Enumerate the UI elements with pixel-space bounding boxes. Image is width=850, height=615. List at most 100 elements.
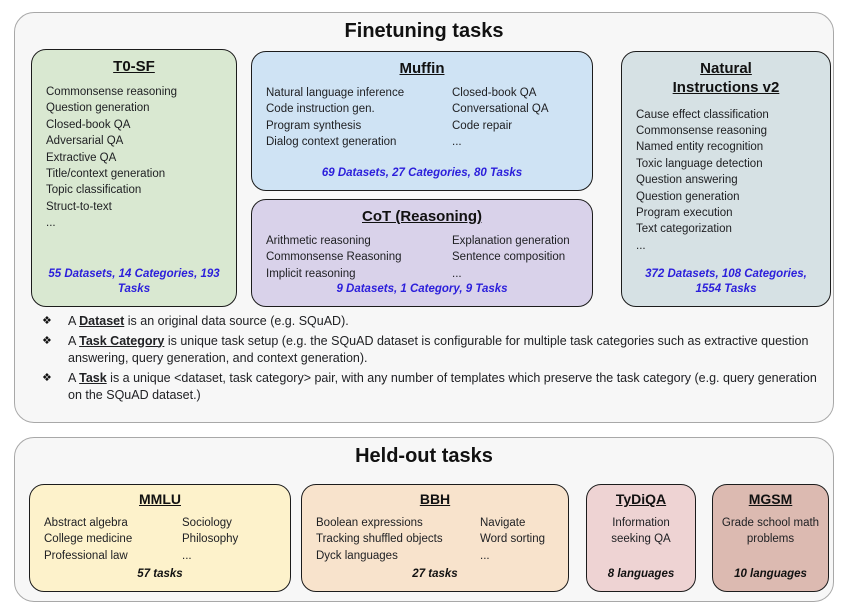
heldout-panel-title: Held-out tasks [355, 445, 493, 467]
task-item: Code instruction gen. [266, 103, 375, 116]
note-task: ❖ A Task is a unique <dataset, task cate… [42, 370, 820, 405]
task-item: Question generation [46, 102, 150, 115]
bbh-stats: 27 tasks [412, 568, 458, 581]
task-item: Commonsense reasoning [46, 86, 178, 98]
natural-instructions-v2-card: Natural Instructions v2 Cause effect cla… [621, 51, 831, 307]
cot-task-columns: Arithmetic reasoning Commonsense Reasoni… [252, 225, 592, 282]
bbh-card: BBH Boolean expressions Tracking shuffle… [301, 484, 569, 592]
bbh-title: BBH [419, 491, 451, 507]
bbh-column-1: Boolean expressions Tracking shuffled ob… [316, 515, 480, 564]
niv2-stats: 372 Datasets, 108 Categories, 1554 Tasks [645, 268, 807, 296]
task-item: Code repair [452, 119, 513, 132]
note-dataset: ❖ A Dataset is an original data source (… [42, 313, 820, 331]
diamond-bullet-icon: ❖ [42, 371, 52, 384]
muffin-task-columns: Natural language inference Code instruct… [252, 77, 592, 151]
task-item: Dialog context generation [266, 136, 397, 149]
mmlu-title: MMLU [139, 491, 181, 507]
mgsm-card: MGSM Grade school math problems 10 langu… [712, 484, 829, 592]
mmlu-card: MMLU Abstract algebra College medicine P… [29, 484, 291, 592]
task-item: ... [480, 549, 490, 562]
note-rest: is unique task setup (e.g. the SQuAD dat… [68, 333, 809, 366]
task-item: Abstract algebra [44, 517, 128, 529]
note-prefix: A [68, 370, 80, 385]
mgsm-title: MGSM [748, 491, 793, 507]
task-item: Word sorting [480, 533, 545, 546]
muffin-column-1: Natural language inference Code instruct… [266, 85, 452, 151]
task-item: Professional law [44, 549, 128, 562]
note-term: Dataset [79, 314, 125, 328]
task-item: Topic classification [46, 184, 142, 197]
task-item: Closed-book QA [452, 87, 537, 99]
note-prefix: A [68, 314, 80, 328]
task-item: ... [46, 217, 56, 230]
t0sf-task-list: Commonsense reasoning Question generatio… [32, 75, 236, 232]
bbh-column-2: Navigate Word sorting ... [480, 515, 545, 564]
mgsm-stats: 10 languages [734, 568, 807, 581]
task-item: Adversarial QA [46, 135, 124, 148]
task-item: Explanation generation [452, 235, 570, 247]
task-item: Navigate [480, 517, 526, 529]
muffin-title: Muffin [399, 60, 445, 77]
note-term: Task Category [79, 333, 165, 348]
task-item: Arithmetic reasoning [266, 235, 371, 247]
task-item: Philosophy [182, 533, 239, 546]
note-text: A Task is a unique <dataset, task catego… [68, 370, 820, 405]
note-rest: is an original data source (e.g. SQuAD). [124, 314, 349, 328]
task-item: Closed-book QA [46, 118, 131, 131]
definitions-notes: ❖ A Dataset is an original data source (… [42, 313, 820, 407]
note-rest: is a unique <dataset, task category> pai… [68, 370, 817, 403]
finetuning-panel-title: Finetuning tasks [344, 20, 504, 42]
note-text: A Dataset is an original data source (e.… [68, 313, 349, 331]
task-item: College medicine [44, 533, 133, 546]
task-item: Conversational QA [452, 103, 549, 116]
niv2-title: Natural Instructions v2 [672, 60, 780, 96]
cot-stats: 9 Datasets, 1 Category, 9 Tasks [336, 283, 508, 296]
cot-column-2: Explanation generation Sentence composit… [452, 233, 570, 282]
mgsm-description: Grade school math problems [721, 517, 820, 545]
task-item: ... [452, 136, 462, 149]
t0sf-title: T0-SF [113, 58, 155, 75]
task-item: Text categorization [636, 223, 732, 236]
note-term: Task [79, 370, 107, 385]
cot-column-1: Arithmetic reasoning Commonsense Reasoni… [266, 233, 452, 282]
task-item: Sentence composition [452, 251, 566, 264]
task-item: Toxic language detection [636, 157, 763, 170]
heldout-tasks-panel: Held-out tasks MMLU Abstract algebra Col… [14, 437, 834, 602]
note-task-category: ❖ A Task Category is unique task setup (… [42, 333, 820, 368]
muffin-column-2: Closed-book QA Conversational QA Code re… [452, 85, 549, 151]
task-item: Named entity recognition [636, 141, 764, 154]
task-item: ... [452, 267, 462, 280]
task-item: Extractive QA [46, 151, 117, 164]
task-item: Program execution [636, 206, 733, 219]
note-text: A Task Category is unique task setup (e.… [68, 333, 820, 368]
task-item: Dyck languages [316, 549, 398, 562]
note-prefix: A [68, 333, 80, 348]
task-item: Title/context generation [46, 168, 166, 181]
task-item: ... [636, 239, 646, 252]
t0sf-card: T0-SF Commonsense reasoning Question gen… [31, 49, 237, 307]
task-item: Struct-to-text [46, 200, 112, 213]
tydiqa-stats: 8 languages [607, 568, 675, 581]
t0sf-stats: 55 Datasets, 14 Categories, 193 Tasks [48, 268, 220, 296]
mmlu-column-2: Sociology Philosophy ... [182, 515, 238, 564]
niv2-task-list: Cause effect classification Commonsense … [622, 98, 830, 255]
task-item: ... [182, 549, 192, 562]
task-item: Sociology [182, 517, 232, 529]
bbh-task-columns: Boolean expressions Tracking shuffled ob… [302, 507, 568, 564]
diamond-bullet-icon: ❖ [42, 334, 52, 347]
tydiqa-title: TyDiQA [615, 491, 667, 507]
muffin-card: Muffin Natural language inference Code i… [251, 51, 593, 191]
task-item: Commonsense Reasoning [266, 251, 402, 264]
task-item: Question answering [636, 174, 738, 187]
mmlu-stats: 57 tasks [137, 568, 183, 581]
mmlu-task-columns: Abstract algebra College medicine Profes… [30, 507, 290, 564]
task-item: Program synthesis [266, 119, 362, 132]
diamond-bullet-icon: ❖ [42, 315, 52, 327]
task-item: Tracking shuffled objects [316, 533, 443, 546]
mmlu-column-1: Abstract algebra College medicine Profes… [44, 515, 182, 564]
cot-card: CoT (Reasoning) Arithmetic reasoning Com… [251, 199, 593, 307]
tydiqa-description: Information seeking QA [611, 517, 671, 545]
task-item: Cause effect classification [636, 108, 769, 121]
task-item: Boolean expressions [316, 517, 423, 529]
task-item: Question generation [636, 190, 740, 203]
